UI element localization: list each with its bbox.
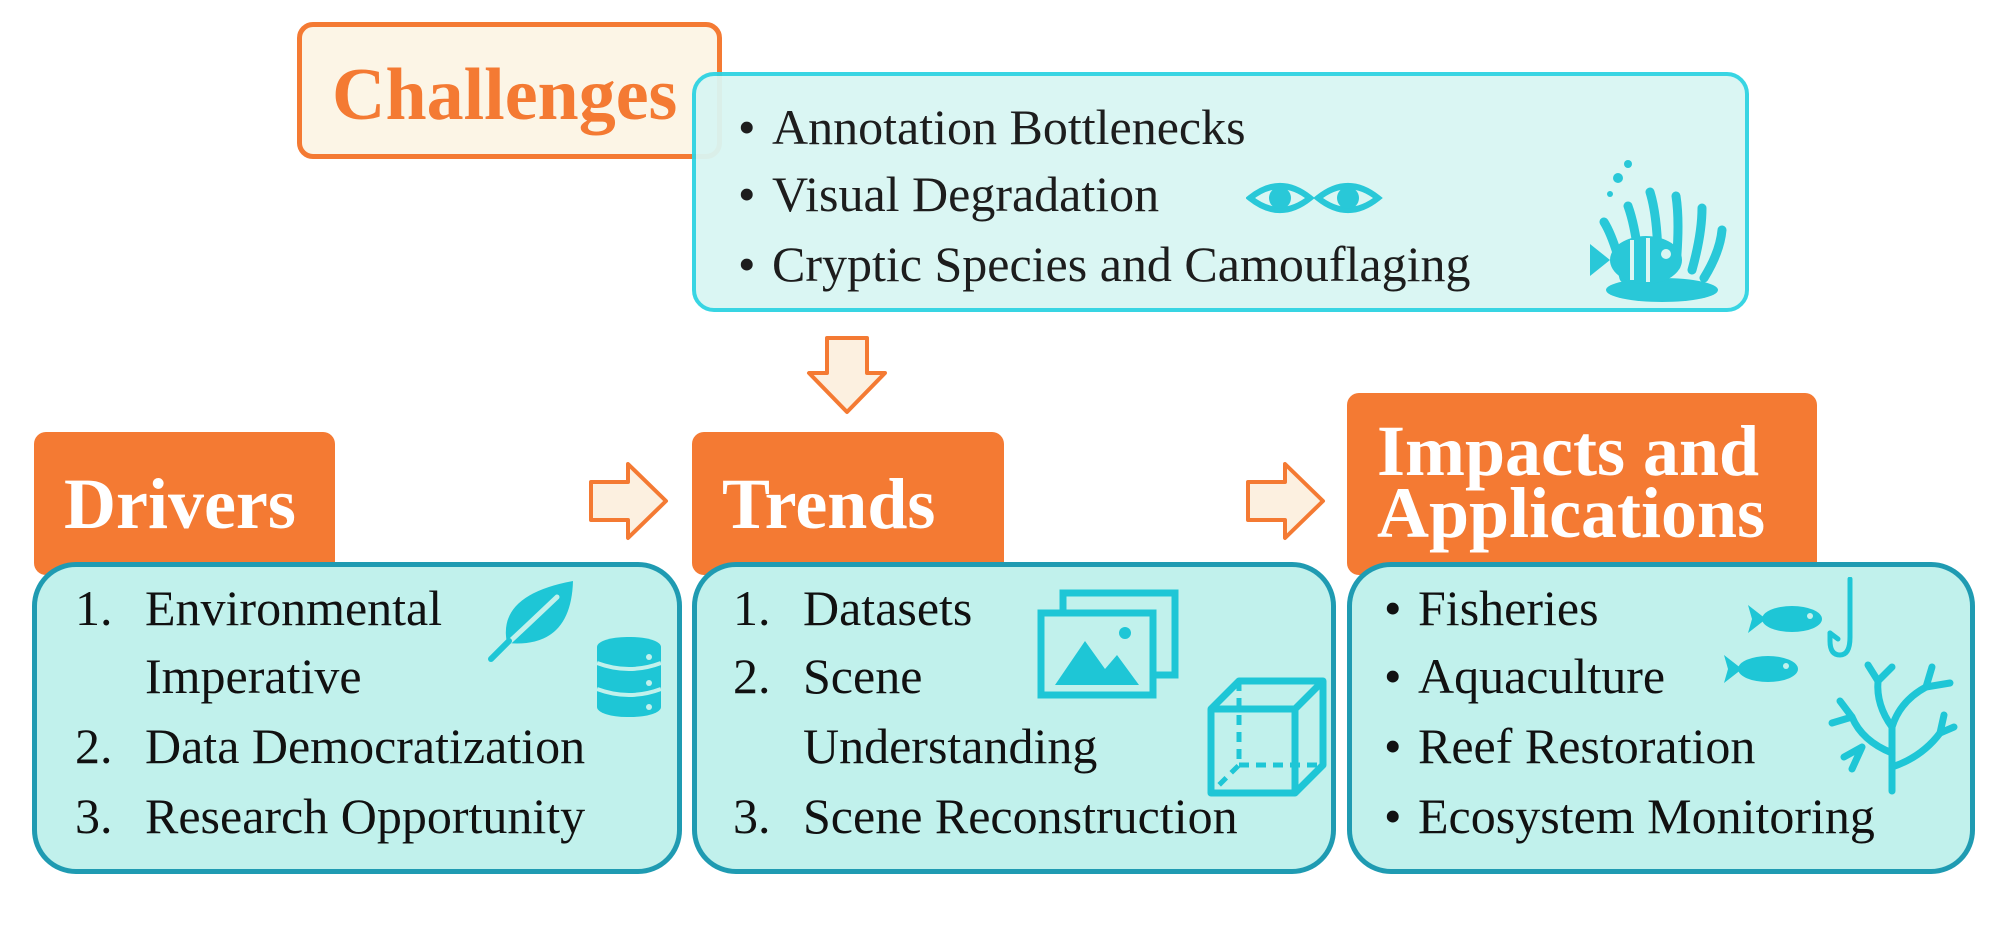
down-arrow: [807, 336, 887, 414]
impacts-header: Impacts and Applications: [1347, 393, 1817, 575]
trends-title: Trends: [722, 464, 936, 544]
fish-icon: [1748, 605, 1822, 633]
list-item: •Cryptic Species and Camouflaging: [738, 236, 1471, 292]
impacts-title-line1: Impacts and: [1377, 411, 1760, 491]
fish-anemone-icon: [1590, 160, 1727, 302]
right-arrow: [1246, 462, 1325, 540]
trends-header: Trends: [692, 432, 1004, 575]
database-icon: [596, 637, 662, 717]
list-item: •Fisheries: [1384, 580, 1599, 636]
drivers-title: Drivers: [64, 464, 296, 544]
coral-icon: [1828, 661, 1958, 795]
drivers-header: Drivers: [34, 432, 335, 575]
eye-icon: [1246, 183, 1383, 213]
impacts-title-line2: Applications: [1377, 473, 1766, 553]
list-item: •Reef Restoration: [1384, 718, 1756, 774]
impacts-panel: •Fisheries •Aquaculture •Reef Restoratio…: [1347, 562, 1975, 874]
right-arrow: [589, 462, 668, 540]
list-item: •Ecosystem Monitoring: [1384, 788, 1875, 844]
list-item: •Annotation Bottlenecks: [738, 99, 1246, 155]
cube-icon: [1207, 677, 1327, 797]
leaf-icon: [488, 581, 573, 662]
fishing-hook-icon: [1827, 577, 1853, 658]
challenges-box: •Annotation Bottlenecks •Visual Degradat…: [692, 72, 1749, 312]
image-gallery-icon: [1037, 589, 1179, 699]
challenges-header: Challenges: [297, 22, 722, 159]
drivers-panel: 1. Environmental Imperative 2. Data Demo…: [32, 562, 682, 874]
trends-panel: 1. Datasets 2. Scene Understanding 3. Sc…: [692, 562, 1336, 874]
challenges-title: Challenges: [332, 54, 678, 136]
list-item: •Aquaculture: [1384, 648, 1666, 704]
fish-icon: [1724, 655, 1798, 683]
list-item: •Visual Degradation: [738, 166, 1160, 222]
